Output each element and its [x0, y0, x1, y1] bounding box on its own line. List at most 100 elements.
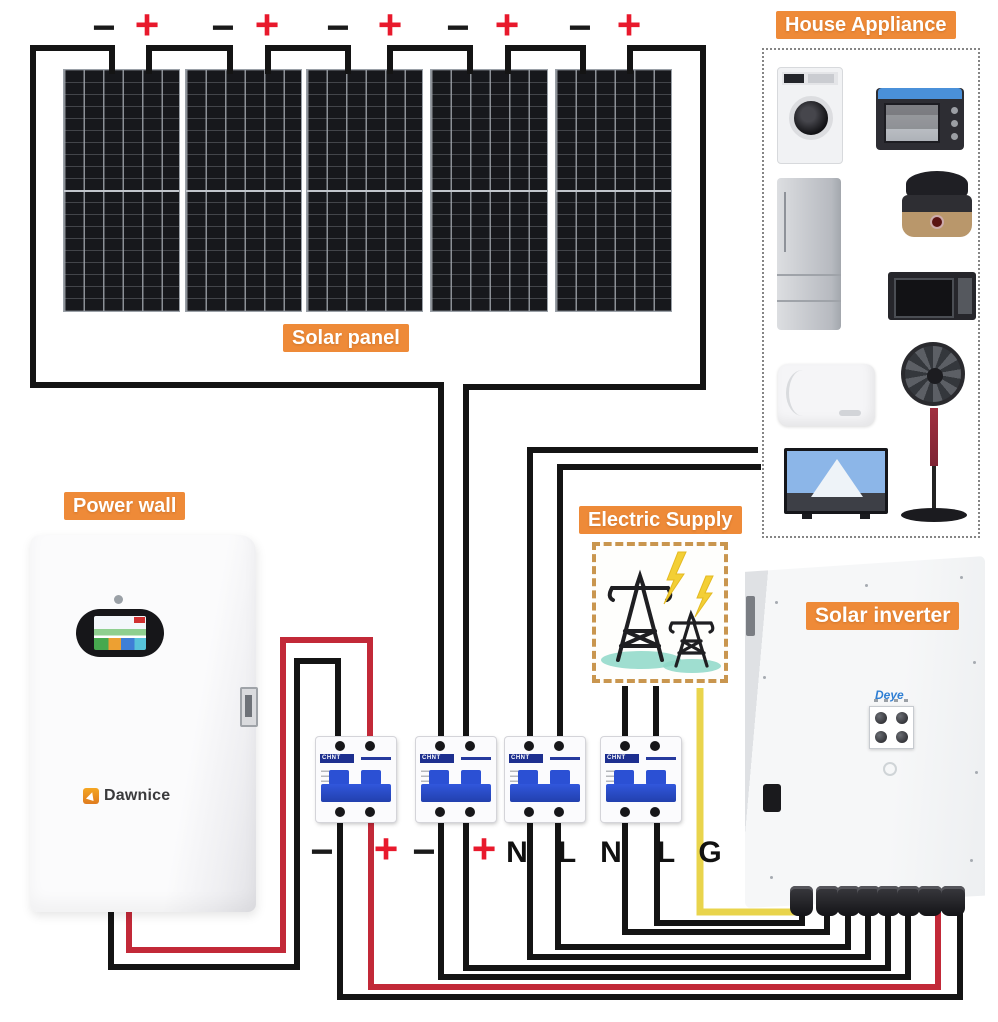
breaker-terminal [365, 741, 375, 751]
inverter-gland-2 [816, 886, 839, 916]
dawnice-logo-icon [83, 788, 99, 804]
battery-brand-text: Dawnice [104, 787, 171, 804]
rice-cooker-button [930, 215, 944, 229]
breaker-brand-label: CHNT [605, 754, 639, 763]
inverter-gland-8 [941, 886, 965, 916]
solar-panel-5 [555, 69, 672, 312]
rice-cooker-icon [902, 171, 972, 239]
breaker-stripe [461, 757, 491, 760]
breaker-toggle [518, 770, 538, 785]
breaker-toggle [461, 770, 481, 785]
breaker-terminal [524, 807, 534, 817]
solar-panel-1 [63, 69, 180, 312]
oven-knobs [951, 107, 958, 114]
breaker-terminal [524, 741, 534, 751]
battery-side-latch [240, 687, 258, 727]
breaker-terminal [650, 741, 660, 751]
inverter-corner-connector [763, 784, 781, 812]
microwave-icon [888, 272, 976, 320]
panel3-plus-label: + [377, 1, 403, 48]
electric-supply-badge: Electric Supply [579, 506, 742, 534]
tv-screen [787, 451, 885, 511]
fan-base [901, 508, 967, 522]
breaker-stripe [550, 757, 580, 760]
solar-panel-4 [430, 69, 548, 312]
fan-pole [930, 408, 938, 512]
inverter-gland-1 [790, 886, 813, 916]
breaker-toggle-bar [421, 784, 491, 802]
washing-machine-door [789, 96, 833, 140]
breaker-terminal [435, 807, 445, 817]
electric-supply-box [592, 542, 728, 683]
breaker-terminal [335, 807, 345, 817]
inverter-gland-6 [897, 886, 920, 916]
inverter-side-bracket [746, 596, 755, 636]
breaker-terminal [335, 741, 345, 751]
inverter-brand-text: Deye [875, 688, 904, 702]
refrigerator-icon [777, 178, 841, 330]
panel4-plus-label: + [494, 1, 520, 48]
oven-glass [884, 103, 940, 143]
breaker-grid: CHNT [601, 737, 681, 822]
solar-panel-badge: Solar panel [283, 324, 409, 352]
breaker-toggle [361, 770, 381, 785]
breaker-battery-minus-label: − [310, 830, 334, 874]
inverter-gland-7 [918, 886, 942, 916]
battery-screen [94, 616, 146, 650]
inverter-screws [775, 601, 778, 604]
house-appliance-badge: House Appliance [776, 11, 956, 39]
power-wall-badge: Power wall [64, 492, 186, 520]
breaker-pv-minus-label: − [412, 830, 436, 874]
panel2-plus-label: + [254, 1, 280, 48]
panel2-minus-label: − [211, 6, 235, 50]
panel5-plus-label: + [616, 1, 642, 48]
breaker-load-n-label: N [506, 836, 528, 869]
breaker-grid-l-label: L [656, 836, 676, 869]
house-appliance-box [762, 48, 980, 538]
inverter-sub-mark [883, 762, 897, 776]
breaker-terminal [365, 807, 375, 817]
breaker-terminal [620, 807, 630, 817]
solar-panel-3 [306, 69, 423, 312]
panel4-minus-label: − [446, 6, 470, 50]
breaker-grid-n-label: N [600, 836, 622, 869]
breaker-toggle-bar [606, 784, 676, 802]
breaker-terminal [465, 807, 475, 817]
breaker-brand-label: CHNT [320, 754, 354, 763]
breaker-stripe [361, 757, 391, 760]
battery-display [76, 609, 164, 657]
breaker-toggle [646, 770, 666, 785]
power-wall-battery: Dawnice [30, 535, 258, 912]
breaker-terminal [465, 741, 475, 751]
breaker-load: CHNT [505, 737, 585, 822]
air-conditioner-icon [778, 364, 875, 426]
transmission-towers-icon [601, 551, 721, 673]
inverter-knob [875, 731, 887, 743]
washing-machine-icon [777, 67, 843, 164]
inverter-knob [875, 712, 887, 724]
breaker-toggle-bar [510, 784, 580, 802]
breaker-brand-label: CHNT [509, 754, 543, 763]
toaster-oven-icon [876, 88, 964, 150]
breaker-toggle [614, 770, 634, 785]
breaker-toggle [329, 770, 349, 785]
breaker-pv-plus-label: + [471, 825, 497, 872]
breaker-pv: CHNT [416, 737, 496, 822]
panel5-minus-label: − [568, 6, 592, 50]
battery-indicator-dot [114, 595, 123, 604]
battery-logo: Dawnice [83, 787, 170, 805]
inverter-knob [896, 712, 908, 724]
fan-head [901, 342, 965, 406]
breaker-terminal [620, 741, 630, 751]
breaker-brand-label: CHNT [420, 754, 454, 763]
television-icon [784, 448, 888, 519]
panel1-plus-label: + [134, 1, 160, 48]
panel3-minus-label: − [326, 6, 350, 50]
breaker-battery-plus-label: + [373, 825, 399, 872]
ground-label: G [698, 836, 722, 869]
solar-panel-2 [185, 69, 302, 312]
breaker-toggle [429, 770, 449, 785]
panel1-minus-label: − [92, 6, 116, 50]
standing-fan-icon [898, 342, 970, 526]
